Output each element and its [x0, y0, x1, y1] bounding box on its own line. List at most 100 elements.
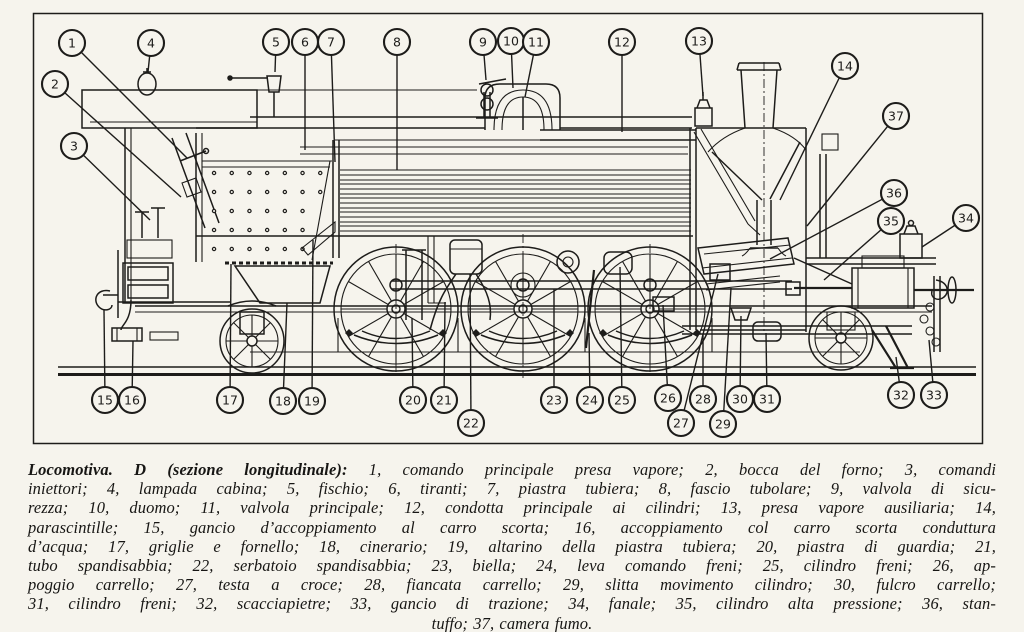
caption-line: 31, cilindro freni; 32, scacciapietre; 3…	[28, 594, 996, 614]
callout-circle	[575, 385, 605, 415]
leader-line	[662, 304, 669, 399]
callout-5: 5	[261, 27, 291, 73]
callout-14: 14	[779, 51, 860, 201]
callout-23: 23	[539, 289, 569, 415]
leader-line	[311, 239, 314, 402]
caption-text: 1, comando principale presa vapore; 2, b…	[368, 460, 996, 479]
callout-circle	[919, 380, 949, 410]
caption-line: parascintille; 15, gancio d’accoppiament…	[28, 517, 996, 537]
callout-number: 27	[673, 415, 689, 430]
callout-circle	[268, 386, 298, 416]
callout-number: 19	[304, 393, 320, 408]
callout-number: 29	[715, 416, 731, 431]
callout-9: 9	[468, 27, 498, 81]
callout-number: 4	[147, 35, 155, 50]
callout-circle	[297, 386, 327, 416]
leader-line	[806, 115, 897, 227]
callout-circle	[688, 384, 718, 414]
callout-number: 35	[883, 213, 899, 228]
caption-line: iniettori; 4, lampada cabina; 5, fischio…	[28, 479, 996, 499]
callout-20: 20	[398, 317, 428, 415]
callout-circle	[830, 51, 860, 81]
callout-13: 13	[684, 26, 714, 97]
callout-number: 1	[68, 35, 76, 50]
leader-line	[330, 41, 336, 163]
callout-circle	[468, 27, 498, 57]
callout-number: 37	[888, 108, 904, 123]
callout-circle	[708, 409, 738, 439]
callout-circle	[59, 131, 89, 161]
callout-circle	[876, 206, 906, 236]
callout-33: 33	[919, 339, 949, 410]
callout-10: 10	[496, 26, 526, 89]
callout-number: 14	[837, 58, 853, 73]
callout-number: 2	[51, 76, 59, 91]
caption-line: rezza; 10, duomo; 11, valvola principale…	[28, 498, 996, 518]
callout-number: 8	[393, 34, 401, 49]
callout-18: 18	[268, 302, 298, 416]
leader-line	[779, 65, 846, 201]
callout-number: 12	[614, 34, 630, 49]
callout-circle	[136, 28, 166, 58]
callout-number: 22	[463, 415, 479, 430]
leader-line	[282, 302, 288, 402]
callout-29: 29	[708, 287, 738, 439]
callout-number: 24	[582, 392, 598, 407]
callout-number: 26	[660, 390, 676, 405]
callout-number: 25	[614, 392, 630, 407]
callout-circle	[607, 27, 637, 57]
callout-number: 7	[327, 34, 335, 49]
caption-line: Locomotiva. D (sezione longitudinale): 1…	[28, 460, 996, 479]
frame-and-springs	[135, 249, 932, 353]
leader-line	[619, 266, 623, 401]
callout-number: 17	[222, 392, 238, 407]
callout-number: 3	[70, 138, 78, 153]
callout-number: 36	[886, 185, 902, 200]
leader-line	[680, 273, 719, 424]
figure-caption: Locomotiva. D (sezione longitudinale): 1…	[28, 452, 996, 632]
callout-24: 24	[575, 332, 605, 415]
caption-line: d’acqua; 17, griglie e fornello; 18, cin…	[28, 536, 996, 556]
rails	[58, 366, 976, 376]
callout-circle	[881, 101, 911, 131]
callout-31: 31	[752, 332, 782, 414]
callout-7: 7	[316, 27, 346, 163]
callout-circle	[684, 26, 714, 56]
callout-15: 15	[90, 309, 120, 415]
callout-circle	[429, 385, 459, 415]
callout-17: 17	[215, 263, 245, 415]
callout-32: 32	[886, 356, 916, 410]
callout-number: 6	[301, 34, 309, 49]
caption-line: tubo spandisabbia; 22, serbatoio spandis…	[28, 556, 996, 576]
callout-35: 35	[823, 206, 906, 281]
callout-number: 34	[958, 210, 974, 225]
callout-number: 10	[503, 33, 519, 48]
leader-line	[54, 83, 182, 198]
leader-line	[73, 145, 151, 221]
callout-8: 8	[382, 27, 412, 170]
callout-circle	[117, 385, 147, 415]
callout-circle	[40, 69, 70, 99]
leader-line	[103, 309, 106, 401]
front-bogie-wheel	[808, 305, 874, 371]
callout-12: 12	[607, 27, 637, 132]
callout-circle	[666, 408, 696, 438]
callout-number: 16	[124, 392, 140, 407]
callout-1: 1	[57, 28, 188, 159]
callout-30: 30	[725, 315, 755, 414]
callout-circle	[57, 28, 87, 58]
callout-circle	[879, 178, 909, 208]
callout-28: 28	[688, 334, 718, 414]
callout-16: 16	[117, 340, 147, 415]
callout-number: 9	[479, 34, 487, 49]
cab	[81, 68, 258, 342]
callout-36: 36	[769, 178, 909, 260]
leader-line	[769, 192, 895, 260]
locomotive-diagram: 1234567891011121314151617181920212223242…	[32, 12, 984, 445]
callout-number: 28	[695, 391, 711, 406]
callout-11: 11	[521, 27, 551, 98]
callout-2: 2	[40, 69, 182, 198]
figure-border	[32, 12, 984, 445]
callout-3: 3	[59, 131, 151, 221]
